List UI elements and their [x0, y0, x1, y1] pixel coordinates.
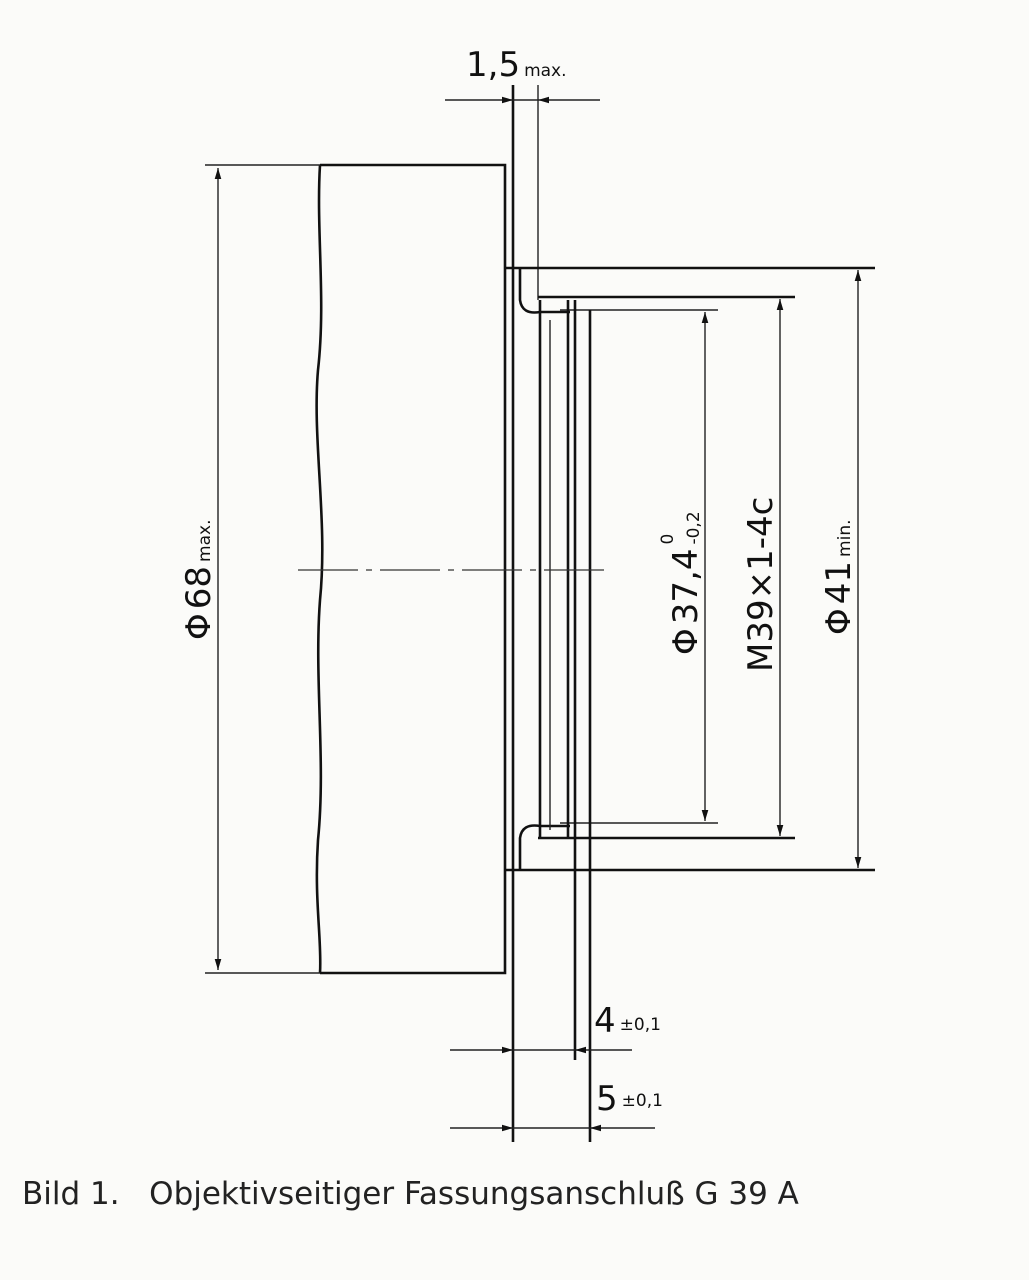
- dim-flange-value: 1,5: [466, 45, 520, 85]
- dim-inner-upper-tol: 0: [658, 534, 678, 545]
- lens-body: [205, 163, 507, 975]
- dim-flange-suffix: max.: [524, 61, 566, 81]
- dimension-outer-diameter: Φ 68 max.: [179, 168, 222, 970]
- mount-flange: [298, 85, 875, 1142]
- dim-thread-value: M39×1-4c: [741, 497, 781, 672]
- dimension-flange: 1,5 max.: [445, 45, 600, 104]
- dim-inner-symbol: Φ: [666, 628, 706, 655]
- dim-outer-symbol: Φ: [179, 613, 219, 640]
- dim-outer-value: 68: [179, 566, 219, 609]
- dimension-length-5: 5 ±0,1: [450, 1079, 663, 1132]
- dim-4-tol: ±0,1: [620, 1015, 661, 1035]
- figure-caption: Bild 1. Objektivseitiger Fassungsanschlu…: [22, 1176, 799, 1212]
- dim-seat-value: 41: [819, 561, 859, 604]
- dimension-seat-diameter: Φ 41 min.: [819, 270, 862, 868]
- dim-outer-suffix: max.: [195, 520, 215, 562]
- dimension-length-4: 4 ±0,1: [450, 1001, 661, 1054]
- dimension-thread: M39×1-4c: [741, 299, 784, 836]
- dim-seat-suffix: min.: [835, 520, 855, 557]
- dim-inner-lower-tol: -0,2: [684, 511, 704, 544]
- dimension-inner-diameter: Φ 37,4 0 -0,2: [658, 312, 709, 821]
- dim-inner-value: 37,4: [666, 549, 706, 625]
- dim-4-value: 4: [594, 1001, 616, 1041]
- dim-5-tol: ±0,1: [622, 1091, 663, 1111]
- dim-seat-symbol: Φ: [819, 608, 859, 635]
- dim-5-value: 5: [596, 1079, 618, 1119]
